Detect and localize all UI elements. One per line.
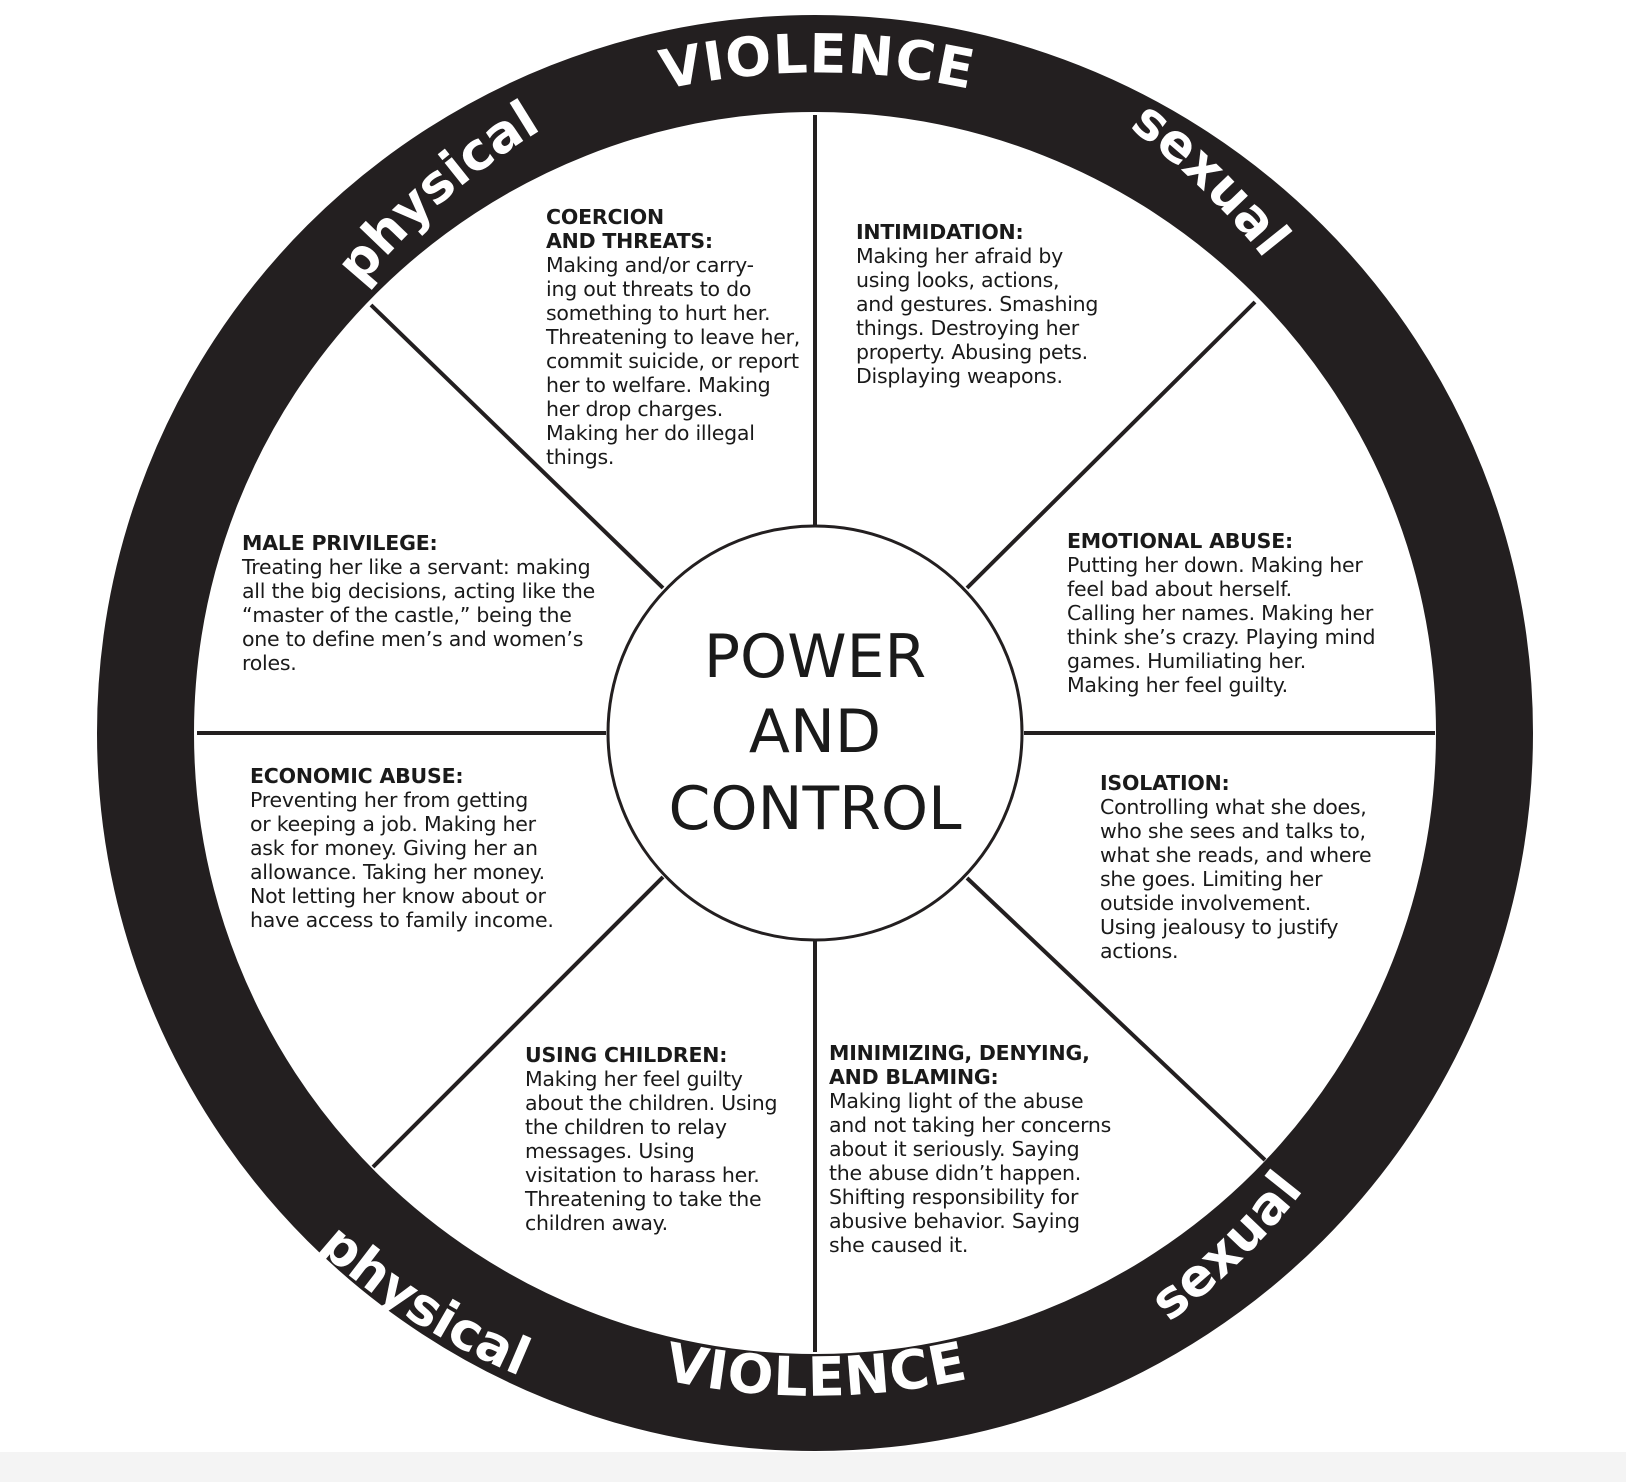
center-title-power: POWER: [704, 622, 926, 692]
center-title-control: CONTROL: [669, 774, 963, 844]
wedge-using-children: USING CHILDREN: Making her feel guilty a…: [525, 1043, 778, 1235]
spoke-upper-right: [965, 300, 1257, 590]
spoke-lower-left: [371, 875, 665, 1169]
wedge-intimidation: INTIMIDATION: Making her afraid by using…: [856, 220, 1098, 388]
hub-circle: [606, 524, 1024, 942]
wedge-male-privilege: MALE PRIVILEGE: Treating her like a serv…: [242, 531, 595, 675]
center-title-and: AND: [749, 697, 881, 767]
spokes: [197, 115, 1435, 1352]
wedge-isolation: ISOLATION: Controlling what she does, wh…: [1100, 771, 1372, 963]
wedge-body: Controlling what she does, who she sees …: [1100, 795, 1372, 963]
outer-ring: [97, 15, 1533, 1451]
wedge-title: INTIMIDATION:: [856, 220, 1024, 244]
wedge-title: MALE PRIVILEGE:: [242, 531, 438, 555]
wedge-minimizing-denying-blaming: MINIMIZING, DENYING, AND BLAMING: Making…: [829, 1041, 1111, 1257]
wedge-title: COERCION AND THREATS:: [546, 205, 713, 253]
wedge-title: ISOLATION:: [1100, 771, 1230, 795]
wedge-title: EMOTIONAL ABUSE:: [1067, 529, 1293, 553]
wedge-body: Making her feel guilty about the childre…: [525, 1067, 778, 1235]
bottom-margin-band: [0, 1452, 1626, 1482]
wedge-body: Preventing her from getting or keeping a…: [250, 788, 554, 932]
wedge-body: Treating her like a servant: making all …: [242, 555, 595, 675]
wedge-body: Putting her down. Making her feel bad ab…: [1067, 553, 1376, 697]
wedge-body: Making her afraid by using looks, action…: [856, 244, 1099, 388]
spoke-upper-left: [369, 303, 665, 590]
wedge-emotional-abuse: EMOTIONAL ABUSE: Putting her down. Makin…: [1067, 529, 1376, 697]
wedge-body: Making and/or carry- ing out threats to …: [546, 253, 801, 469]
wedge-body: Making light of the abuse and not taking…: [829, 1089, 1112, 1257]
wedge-coercion-and-threats: COERCION AND THREATS: Making and/or carr…: [546, 205, 800, 469]
wedge-title: MINIMIZING, DENYING, AND BLAMING:: [829, 1041, 1090, 1089]
wedge-title: USING CHILDREN:: [525, 1043, 728, 1067]
wedge-title: ECONOMIC ABUSE:: [250, 764, 464, 788]
wedge-economic-abuse: ECONOMIC ABUSE: Preventing her from gett…: [250, 764, 554, 932]
spoke-lower-right: [965, 876, 1267, 1162]
